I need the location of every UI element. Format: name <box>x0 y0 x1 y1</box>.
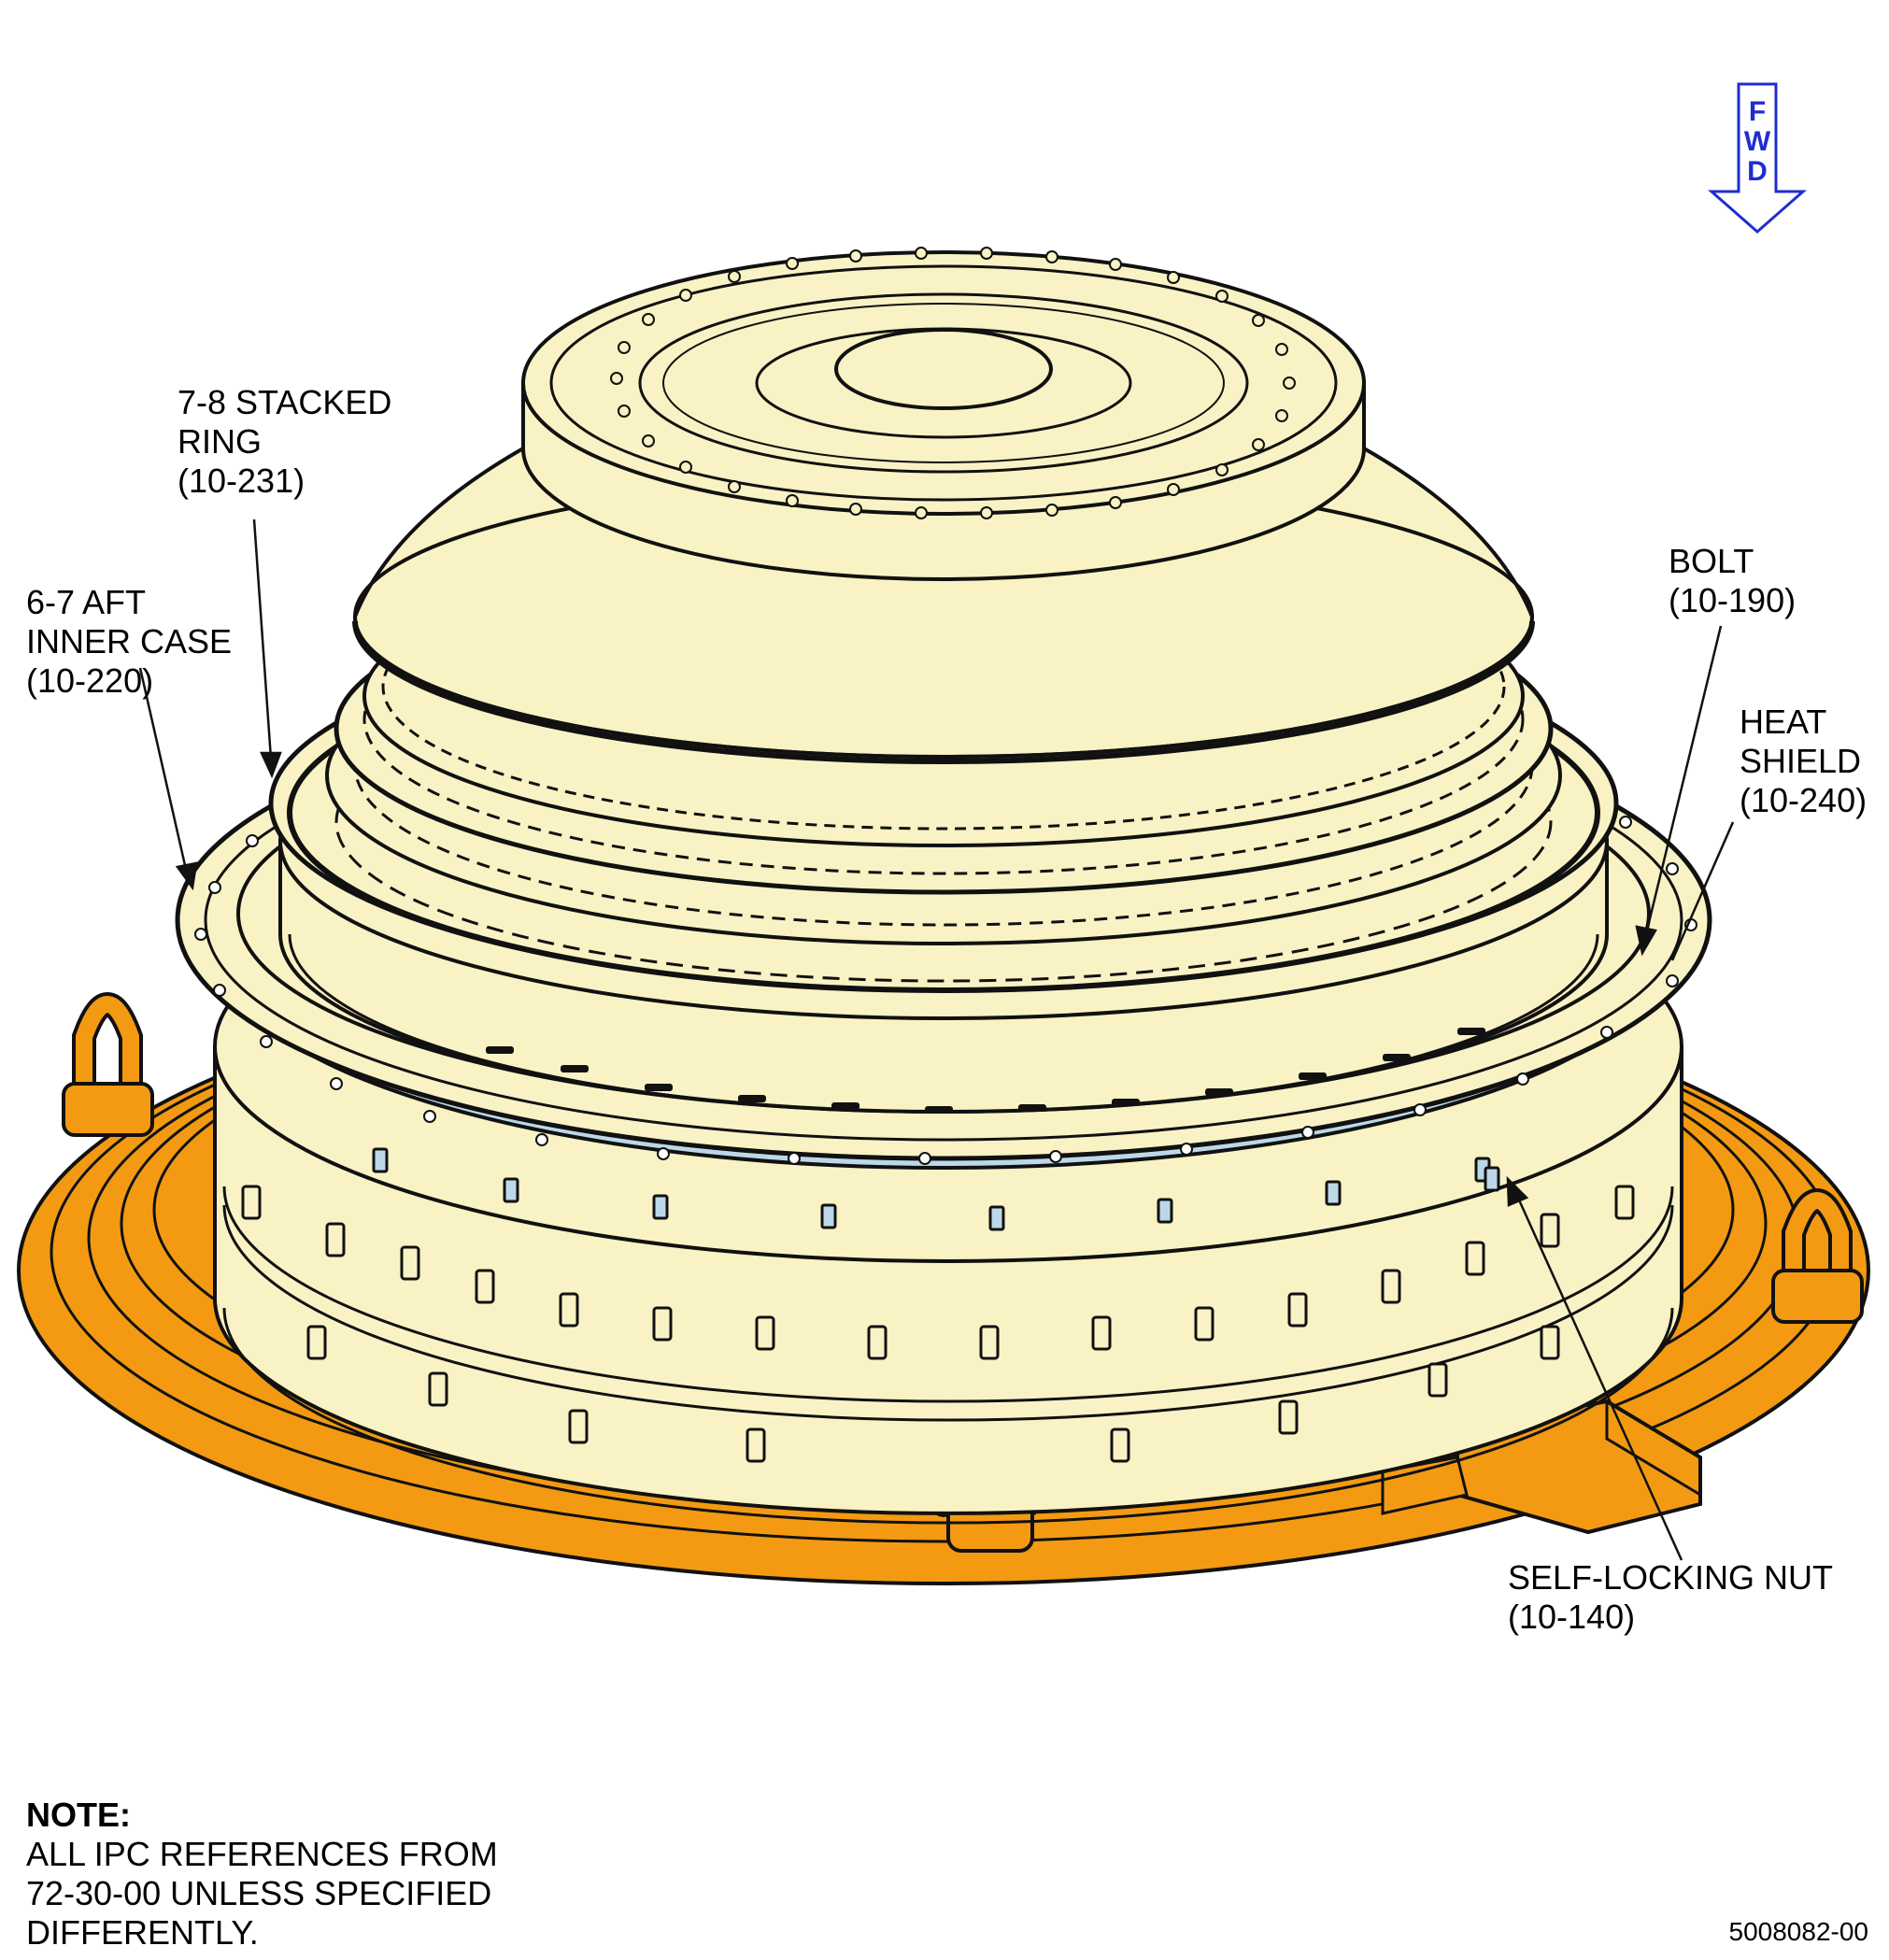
callout-line: 6-7 AFT <box>26 583 147 621</box>
top-flange <box>521 247 1366 581</box>
fwd-arrow-icon <box>1708 82 1807 234</box>
fwd-indicator-label: F W D <box>1743 97 1771 187</box>
callout-aft-inner-case: 6-7 AFT INNER CASE (10-220) <box>26 583 232 701</box>
callout-line: HEAT <box>1740 703 1827 741</box>
mid-case-slots <box>486 1028 1485 1114</box>
callout-stacked-ring: 7-8 STACKED RING (10-231) <box>178 383 391 501</box>
callout-line: SHIELD <box>1740 742 1862 780</box>
fwd-letter: W <box>1743 126 1771 157</box>
callout-line: SELF-LOCKING NUT <box>1508 1558 1834 1597</box>
note-heading: NOTE: <box>26 1796 131 1834</box>
callout-self-locking-nut: SELF-LOCKING NUT (10-140) <box>1508 1558 1833 1637</box>
note-line: ALL IPC REFERENCES FROM <box>26 1835 498 1873</box>
top-flange-bolt-holes <box>610 247 1296 519</box>
flange-bolt-holes <box>194 816 1697 1165</box>
lower-band-studs <box>241 1185 1635 1463</box>
left-lifting-shackle-icon <box>62 992 154 1137</box>
callout-line: (10-190) <box>1669 581 1797 619</box>
note-line: DIFFERENTLY. <box>26 1913 259 1952</box>
figure-number: 5008082-00 <box>1728 1917 1868 1946</box>
callout-line: BOLT <box>1669 542 1754 580</box>
fwd-letter: F <box>1748 96 1767 127</box>
flange-bolt-studs <box>372 1147 1500 1231</box>
callout-line: (10-231) <box>178 462 305 500</box>
note-line: 72-30-00 UNLESS SPECIFIED <box>26 1874 492 1912</box>
callout-line: INNER CASE <box>26 622 233 660</box>
callout-heat-shield: HEAT SHIELD (10-240) <box>1740 703 1867 820</box>
callout-line: RING <box>178 422 262 461</box>
callout-line: (10-220) <box>26 661 154 700</box>
callout-line: (10-240) <box>1740 781 1868 819</box>
note-block: NOTE: ALL IPC REFERENCES FROM 72-30-00 U… <box>26 1796 498 1953</box>
callout-leader-lines <box>138 518 1735 1561</box>
right-lifting-shackle-icon <box>1771 1188 1864 1324</box>
callout-bolt: BOLT (10-190) <box>1669 542 1796 620</box>
callout-line: 7-8 STACKED <box>178 383 392 421</box>
fwd-letter: D <box>1747 156 1768 187</box>
callout-line: (10-140) <box>1508 1598 1636 1636</box>
